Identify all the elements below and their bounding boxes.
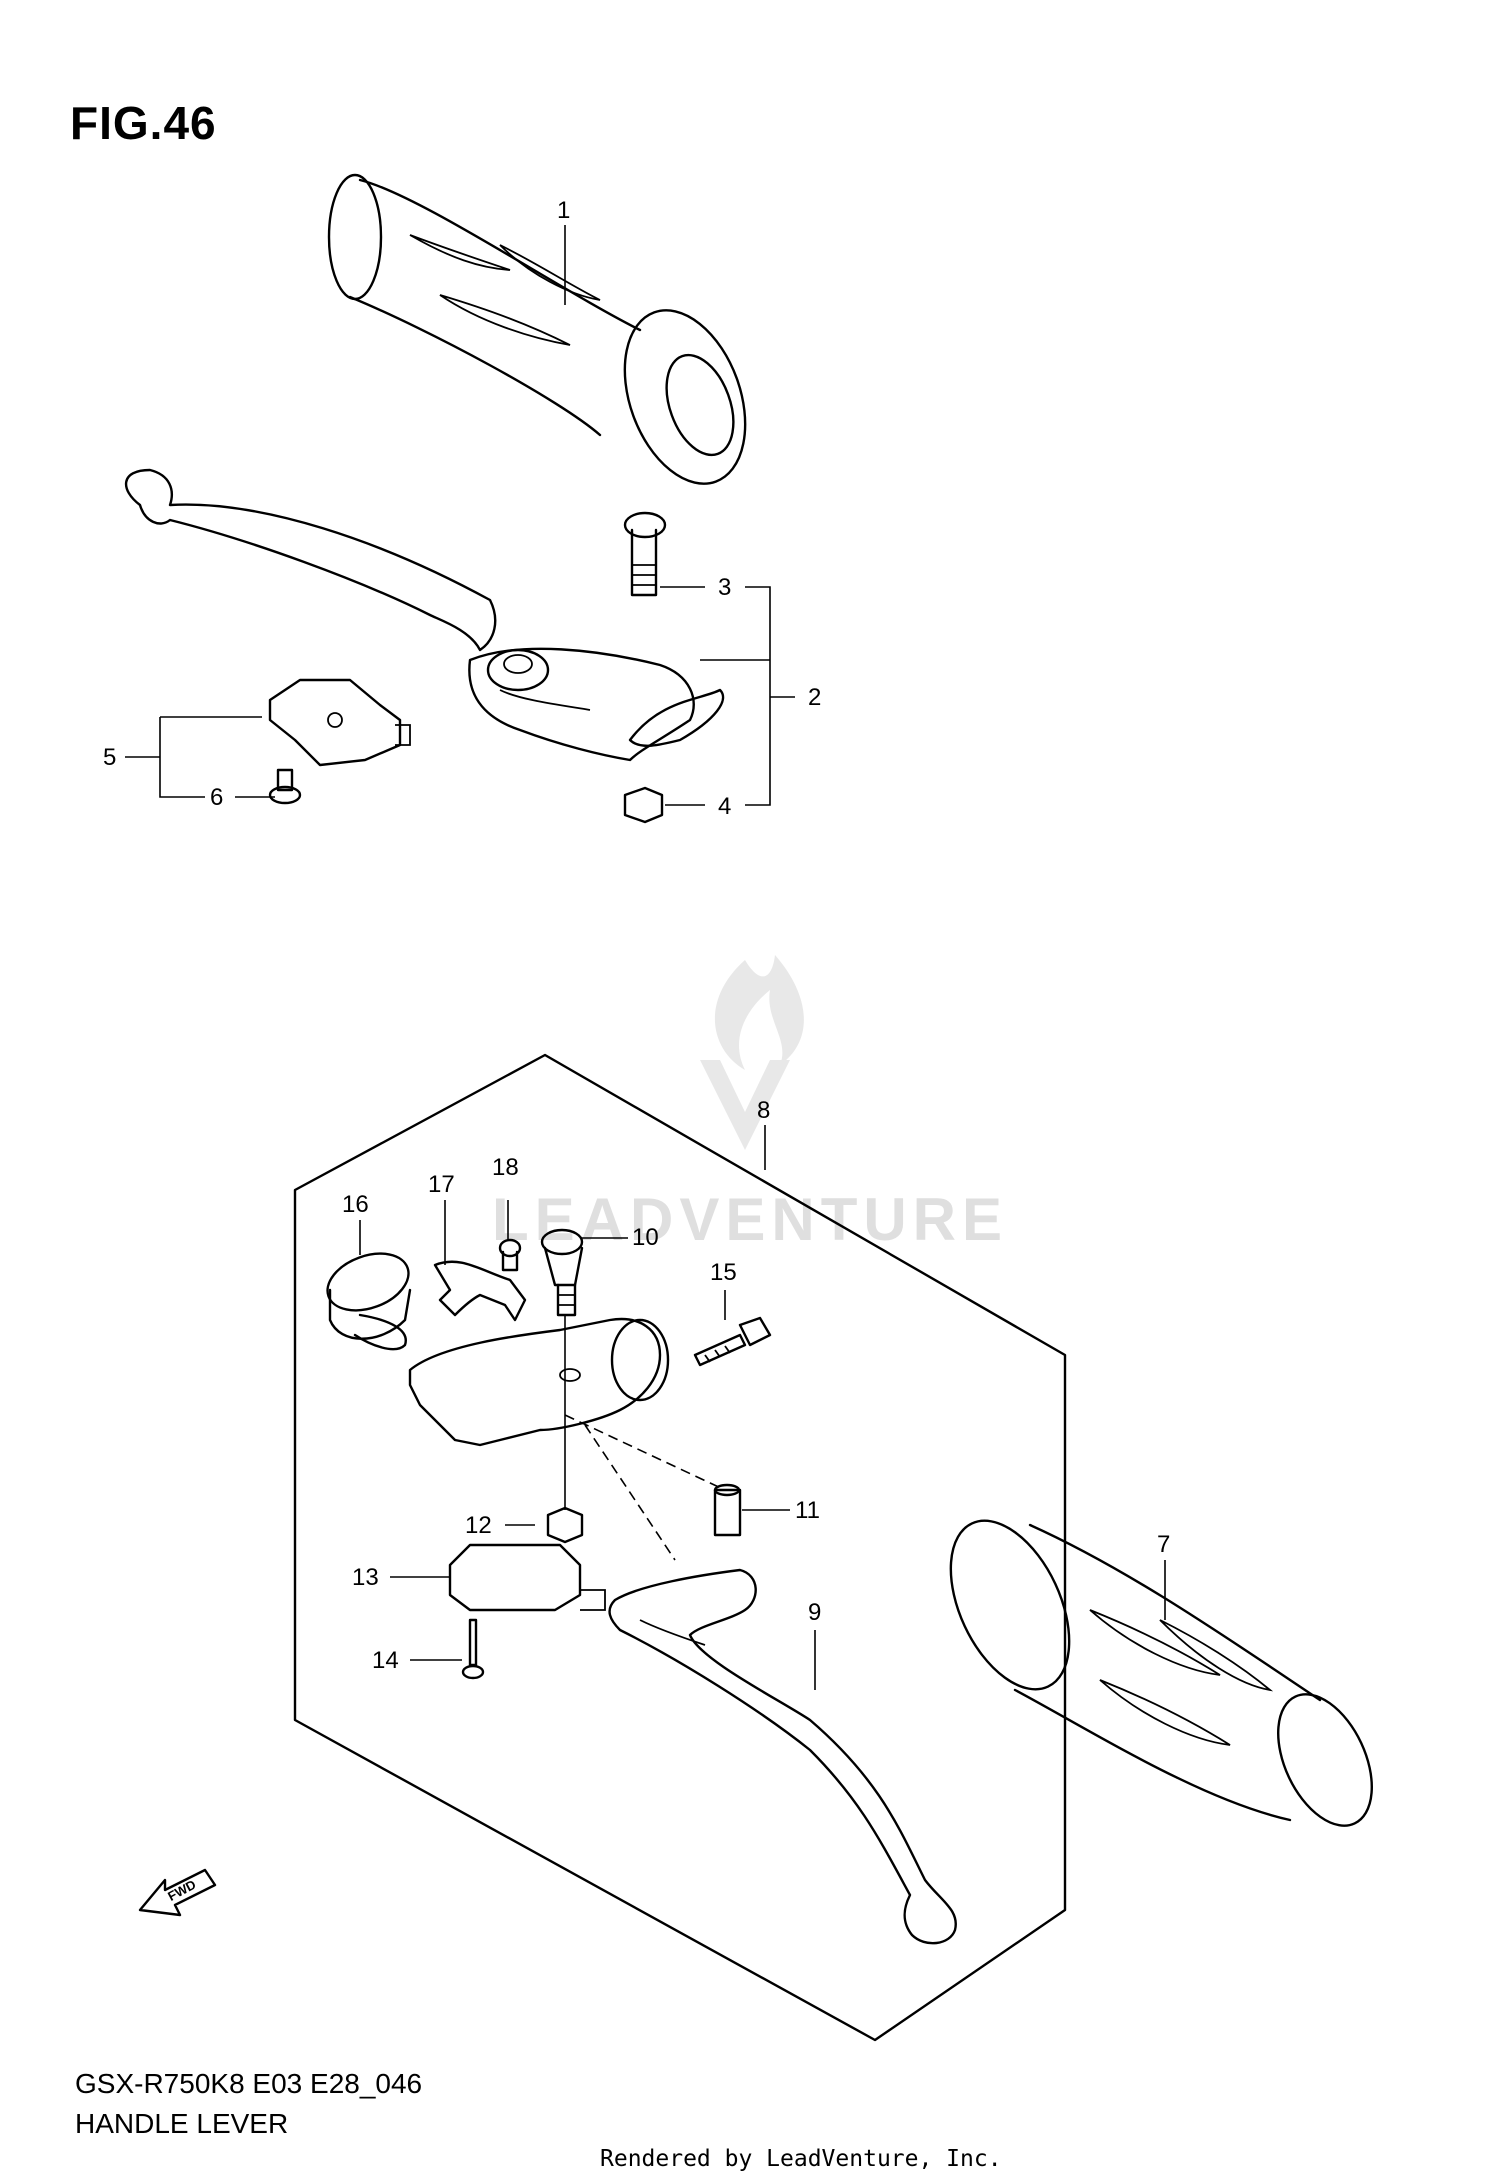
part-2-brake-lever <box>124 468 725 762</box>
part-13-clutch-switch <box>448 1543 606 1612</box>
callout-4: 4 <box>718 793 731 820</box>
part-10-pivot-bolt <box>540 1228 584 1317</box>
callout-8: 8 <box>757 1097 770 1124</box>
part-12-nut <box>546 1506 584 1544</box>
diagram-subtitle: HANDLE LEVER <box>75 2108 289 2139</box>
callout-5: 5 <box>103 744 116 771</box>
callout-18: 18 <box>492 1154 519 1181</box>
fwd-label: FWD <box>165 1877 198 1904</box>
fwd-arrow-icon: FWD <box>138 1868 217 1917</box>
callout-2: 2 <box>808 684 821 711</box>
callout-15: 15 <box>710 1259 737 1286</box>
part-7-left-grip <box>949 1519 1373 1827</box>
callout-6: 6 <box>210 784 223 811</box>
watermark-text: LEADVENTURE <box>492 1186 1008 1253</box>
callout-10: 10 <box>632 1224 659 1251</box>
leader-lines-lower <box>359 1125 1166 1690</box>
figure-title: FIG.46 <box>70 97 217 149</box>
footer-credit: Rendered by LeadVenture, Inc. <box>600 2146 1002 2172</box>
part-3-pivot-bolt <box>623 511 667 597</box>
callout-3: 3 <box>718 574 731 601</box>
watermark-logo: LEADVENTURE <box>492 955 1008 1253</box>
part-16-adjuster-knob <box>326 1252 412 1351</box>
callout-17: 17 <box>428 1171 455 1198</box>
leader-lines-upper <box>125 225 795 806</box>
part-14-screw <box>461 1618 485 1680</box>
kit-outline-part-8 <box>293 1053 1067 2042</box>
part-4-nut <box>623 786 664 824</box>
part-5-brake-switch <box>268 678 411 767</box>
part-18-screw <box>498 1238 522 1272</box>
callout-12: 12 <box>465 1512 492 1539</box>
part-9-clutch-lever <box>608 1568 957 1945</box>
callout-7: 7 <box>1157 1531 1170 1558</box>
part-15-bolt <box>693 1316 772 1367</box>
callout-14: 14 <box>372 1647 399 1674</box>
callout-9: 9 <box>808 1599 821 1626</box>
part-6-screw <box>268 768 302 805</box>
callout-1: 1 <box>557 197 570 224</box>
lever-holder <box>408 1317 670 1447</box>
part-11-collar <box>713 1483 742 1537</box>
callout-11: 11 <box>795 1497 820 1524</box>
part-17-bracket <box>433 1260 527 1322</box>
part-1-throttle-grip <box>327 173 747 485</box>
callout-16: 16 <box>342 1191 369 1218</box>
model-code: GSX-R750K8 E03 E28_046 <box>75 2068 423 2099</box>
callout-13: 13 <box>352 1564 379 1591</box>
